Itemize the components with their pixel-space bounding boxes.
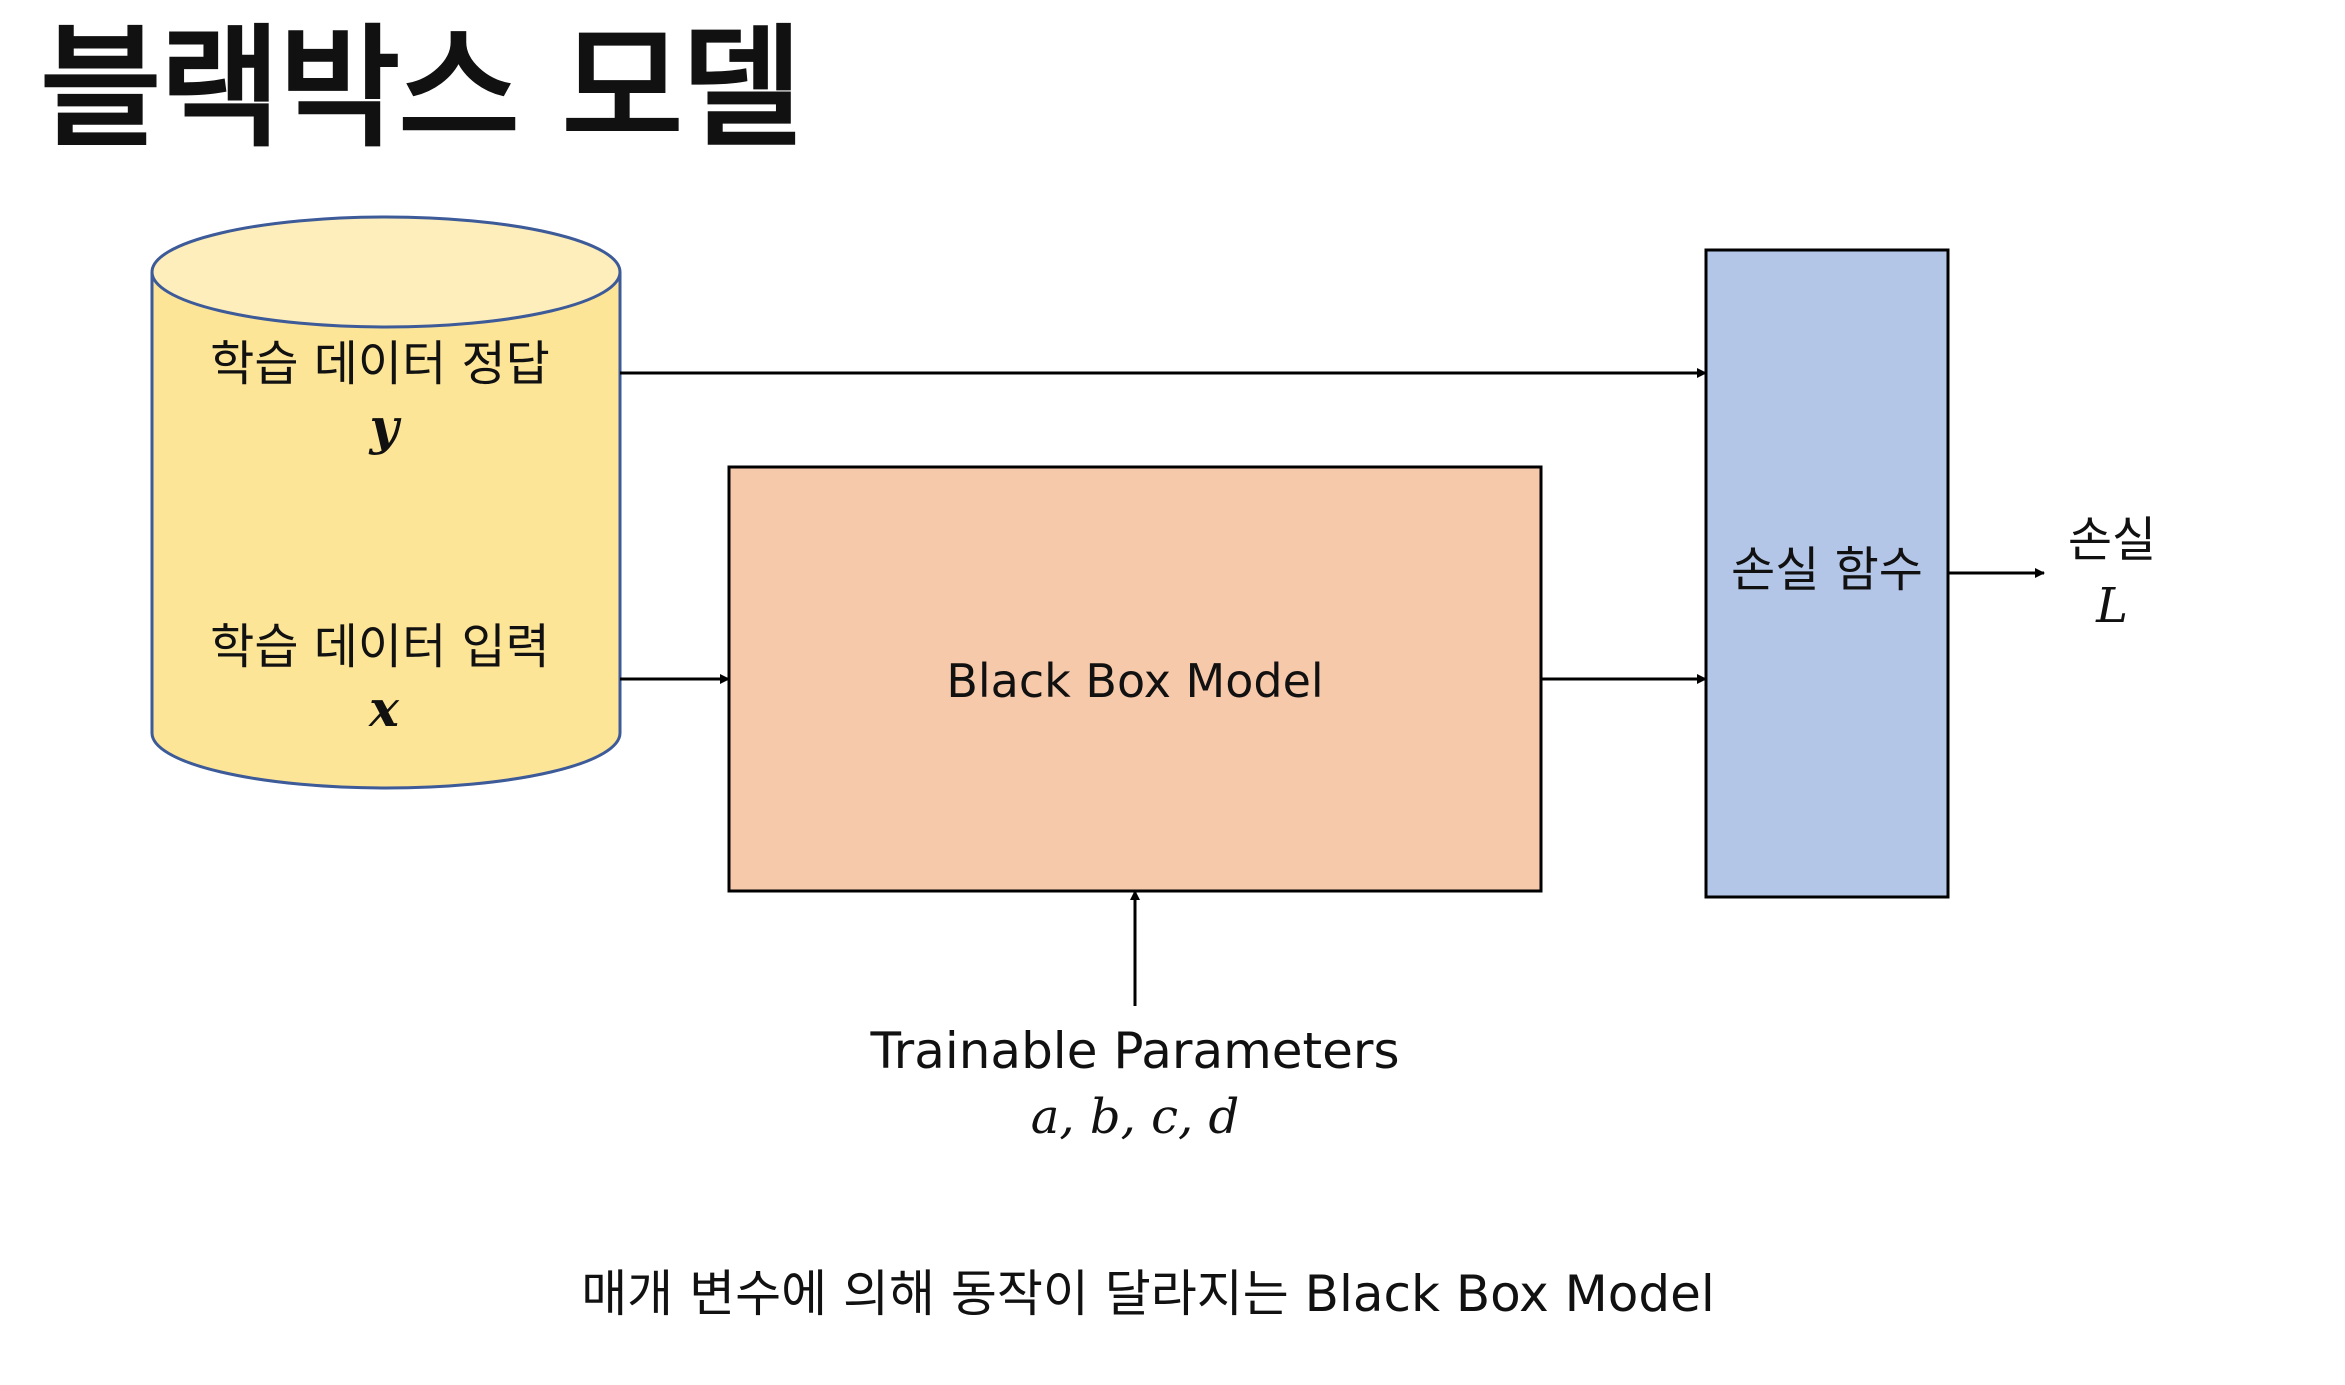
input-variable: x <box>368 679 400 738</box>
black-box-model-box <box>727 465 1543 893</box>
loss-output-label: 손실 <box>2068 512 2156 568</box>
parameter-variables: a, b, c, d <box>1031 1089 1240 1145</box>
target-variable: y <box>368 397 401 456</box>
black-box-model-label: Black Box Model <box>946 654 1323 708</box>
loss-function-box <box>1704 248 1950 899</box>
caption: 매개 변수에 의해 동작이 달라지는 Black Box Model <box>581 1265 1715 1323</box>
loss-function-label: 손실 함수 <box>1731 542 1923 598</box>
input-data-label: 학습 데이터 입력 <box>210 619 550 675</box>
target-data-label: 학습 데이터 정답 <box>210 336 550 392</box>
training-data-cylinder <box>150 215 622 790</box>
cylinder-top <box>150 215 622 329</box>
page-title: 블랙박스 모델 <box>40 12 803 166</box>
trainable-parameters-label: Trainable Parameters <box>869 1022 1399 1080</box>
loss-variable: L <box>2095 578 2128 634</box>
cylinder-body <box>150 272 622 790</box>
